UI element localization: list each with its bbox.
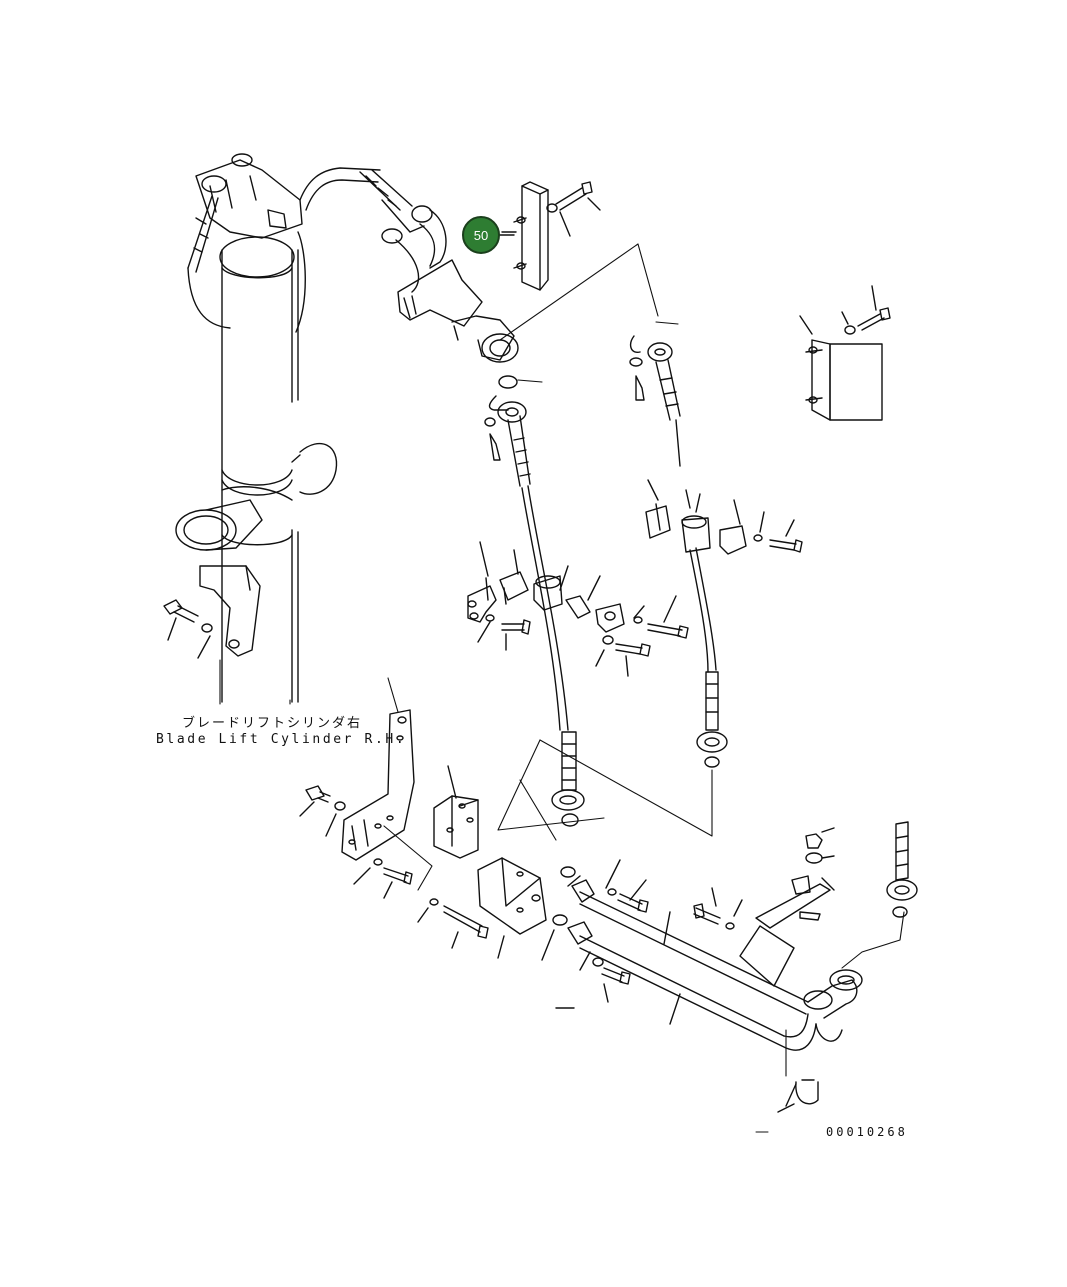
leader-lines bbox=[219, 243, 905, 1077]
hose-assembly-top bbox=[359, 169, 519, 363]
part-callout-number: 50 bbox=[473, 227, 489, 243]
part-callout-50[interactable]: 50 bbox=[462, 216, 500, 254]
clamp-group-middle bbox=[467, 541, 689, 677]
support-bracket-left bbox=[299, 709, 415, 899]
cross-pipe-assembly bbox=[555, 821, 918, 1113]
bolt-washer-left bbox=[163, 599, 213, 659]
junction-blocks bbox=[417, 765, 581, 961]
blade-lift-cylinder bbox=[175, 153, 381, 703]
drawing-number: 00010268 bbox=[826, 1125, 908, 1139]
cover-plate-right bbox=[799, 285, 891, 421]
pipe-right bbox=[629, 335, 728, 768]
blade-lift-cylinder-label-en: Blade Lift Cylinder R.H. bbox=[156, 732, 407, 747]
clamp-group-right bbox=[645, 479, 803, 555]
blade-lift-cylinder-label-jp: ブレードリフトシリンダ右 bbox=[182, 716, 363, 731]
pipe-left bbox=[484, 375, 585, 827]
mounting-plate-50 bbox=[501, 181, 601, 291]
